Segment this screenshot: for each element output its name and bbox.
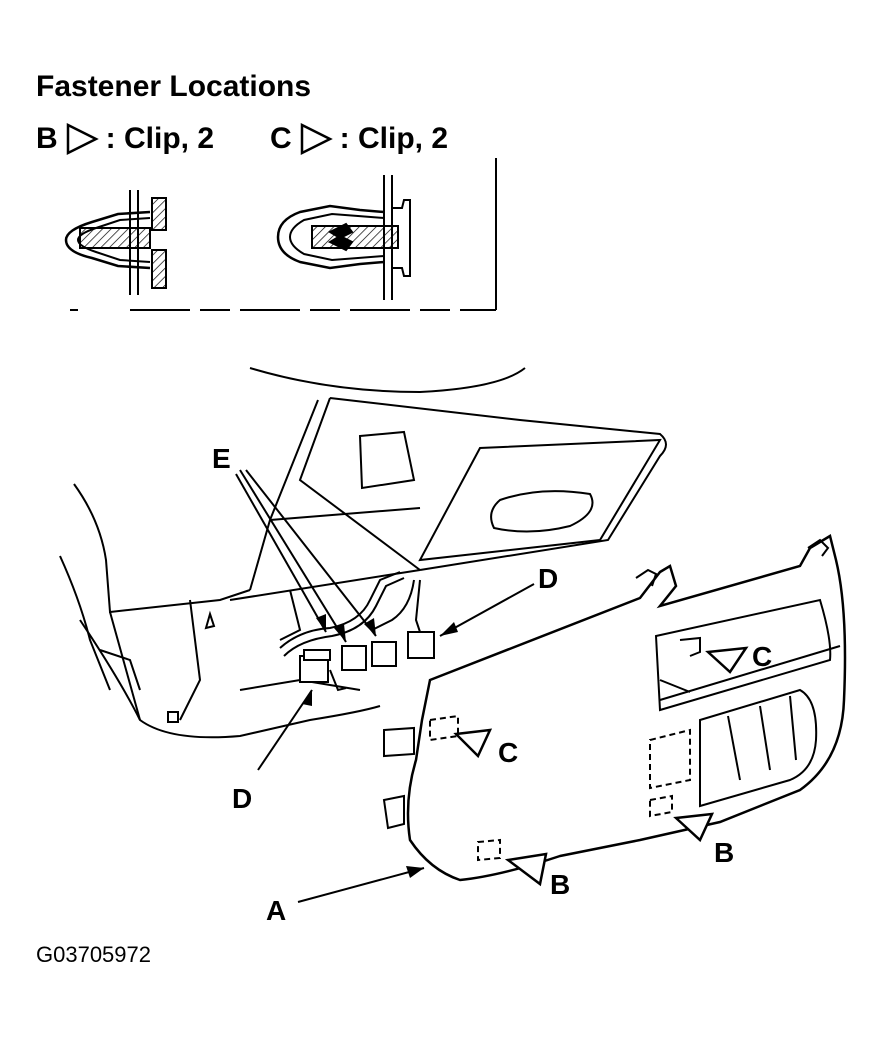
callout-d-right: D [538, 563, 558, 594]
clip-b-marker-right [673, 812, 715, 843]
clip-c-marker-upper [705, 646, 749, 674]
legend-desc-b: : Clip, 2 [105, 122, 215, 155]
callout-d-left: D [232, 783, 252, 814]
callout-c-lower: C [498, 737, 518, 768]
dashboard-background [59, 367, 667, 739]
connector-e-2 [371, 641, 397, 667]
figure-title: Fastener Locations [36, 70, 312, 103]
connector-d-right [407, 631, 435, 659]
callout-e: E [212, 443, 231, 474]
legend-item-c: C : Clip, 2 [270, 122, 448, 156]
legend-item-b: B : Clip, 2 [36, 122, 214, 156]
clip-c-marker-lower [453, 728, 493, 759]
clip-b-detail [64, 190, 167, 295]
panel-a [406, 534, 847, 882]
clip-c-triangle-icon [300, 122, 333, 156]
panel-a-details [382, 538, 841, 862]
clip-b-marker-left [504, 852, 548, 887]
leader-e-3 [235, 473, 327, 633]
legend-letter-c: C [270, 122, 292, 155]
leader-a [297, 867, 425, 903]
figure-code: G03705972 [36, 942, 151, 967]
clip-markers [453, 646, 749, 887]
callout-b-right: B [714, 837, 734, 868]
legend-letter-b: B [36, 122, 58, 155]
callout-b-left: B [550, 869, 570, 900]
clip-b-triangle-icon [66, 122, 99, 156]
leader-arrowheads [302, 614, 458, 878]
callout-c-upper: C [752, 641, 772, 672]
clip-c-detail [70, 158, 497, 311]
wire-harness [279, 571, 421, 692]
callout-a: A [266, 895, 286, 926]
leader-e-2 [245, 469, 377, 637]
connector-e-1 [341, 645, 367, 671]
connector-d-left [299, 649, 331, 683]
leader-e-1 [239, 469, 347, 643]
legend-desc-c: : Clip, 2 [339, 122, 449, 155]
